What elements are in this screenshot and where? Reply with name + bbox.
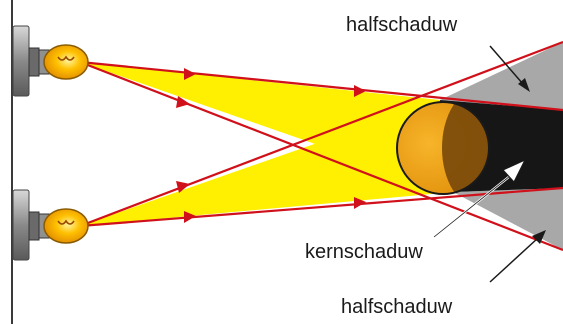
pointer-half-shadow-bottom [490, 238, 538, 282]
label-core-shadow: kernschaduw [305, 241, 423, 263]
label-half-shadow-top: halfschaduw [346, 14, 458, 36]
half-shadow-bottom-region [453, 188, 563, 250]
label-half-shadow-bottom: halfschaduw [341, 296, 453, 318]
top-lamp-light-bulb-icon [13, 26, 88, 96]
bottom-lamp-light-bulb-icon [13, 190, 88, 260]
